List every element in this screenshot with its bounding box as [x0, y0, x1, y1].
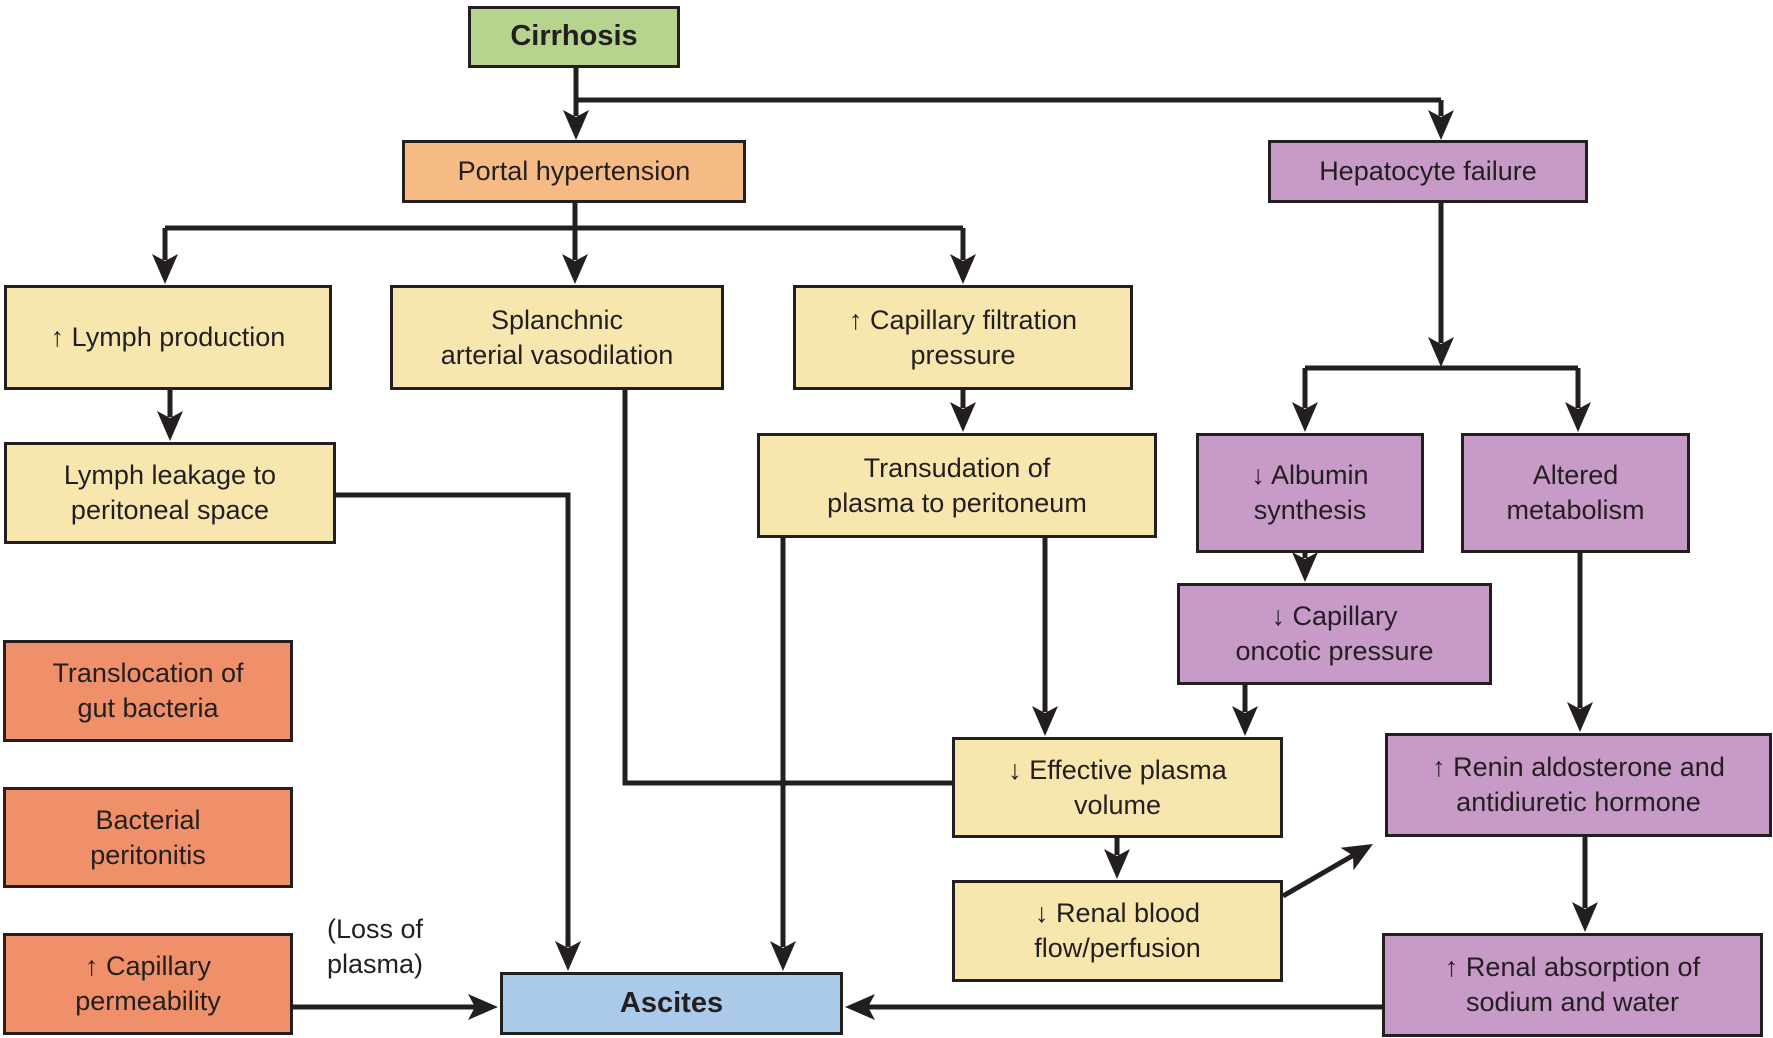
arrowhead-hepatocyte [1428, 110, 1454, 140]
arrowhead-renalflow [1104, 849, 1130, 879]
node-effective-plasma-volume: ↓ Effective plasma volume [952, 737, 1283, 838]
arrowhead-ascites-left [468, 994, 498, 1020]
arrowhead-altered [1565, 402, 1591, 432]
node-capillary-filtration: ↑ Capillary filtration pressure [793, 285, 1133, 390]
arrowhead-lymph-leakage [157, 411, 183, 441]
node-renin-aldosterone: ↑ Renin aldosterone and antidiuretic hor… [1385, 733, 1772, 837]
arrowhead-cap-filtration [950, 254, 976, 284]
node-bacterial-peritonitis: Bacterial peritonitis [3, 787, 293, 888]
node-splanchnic-vasodilation: Splanchnic arterial vasodilation [390, 285, 724, 390]
node-cirrhosis: Cirrhosis [468, 6, 680, 68]
arrowhead-effplasma-left [1032, 706, 1058, 736]
edge-splanchnic-effplasma [622, 390, 952, 786]
arrowhead-renin-diagonal [1340, 844, 1373, 871]
edge-cirrhosis-split [573, 68, 1441, 103]
node-oncotic-pressure: ↓ Capillary oncotic pressure [1177, 583, 1492, 685]
node-albumin-synthesis: ↓ Albumin synthesis [1196, 433, 1424, 553]
arrowhead-ascites-left-top [555, 941, 581, 971]
arrowhead-ascites-right [845, 994, 875, 1020]
node-translocation-gut-bacteria: Translocation of gut bacteria [3, 640, 293, 742]
node-ascites: Ascites [500, 972, 843, 1035]
edge-leakage-ascites [336, 492, 571, 947]
arrowhead-hepatocyte-junction [1428, 337, 1454, 367]
arrowhead-splanchnic [562, 254, 588, 284]
node-portal-hypertension: Portal hypertension [402, 140, 746, 203]
arrowhead-portal [563, 110, 589, 140]
arrowhead-effplasma-right [1232, 706, 1258, 736]
arrowhead-transudation [950, 402, 976, 432]
arrowhead-absorption [1572, 902, 1598, 932]
arrowhead-albumin [1292, 402, 1318, 432]
arrowhead-oncotic [1292, 552, 1318, 582]
node-transudation: Transudation of plasma to peritoneum [757, 433, 1157, 538]
arrowhead-ascites-right-top [770, 941, 796, 971]
node-lymph-leakage: Lymph leakage to peritoneal space [4, 442, 336, 544]
edge-renalflow-renin [1281, 853, 1355, 899]
loss-of-plasma-label: (Loss of plasma) [326, 914, 424, 980]
node-capillary-permeability: ↑ Capillary permeability [3, 933, 293, 1035]
node-lymph-production: ↑ Lymph production [4, 285, 332, 390]
node-altered-metabolism: Altered metabolism [1461, 433, 1690, 553]
node-renal-blood-flow: ↓ Renal blood flow/perfusion [952, 880, 1283, 982]
arrowhead-lymph-production [152, 254, 178, 284]
arrowhead-renin-top [1567, 702, 1593, 732]
node-renal-absorption: ↑ Renal absorption of sodium and water [1382, 933, 1763, 1037]
edge-portal-split [165, 203, 963, 231]
node-hepatocyte-failure: Hepatocyte failure [1268, 140, 1588, 203]
